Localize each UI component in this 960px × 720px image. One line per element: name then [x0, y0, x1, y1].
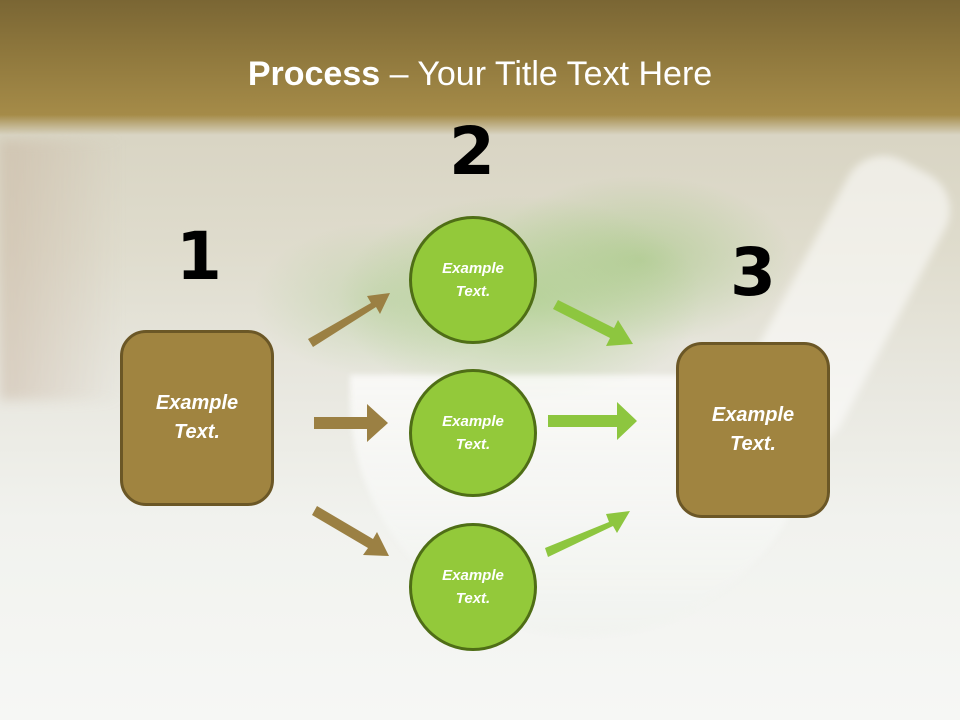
step-number-1: 1 — [176, 218, 222, 295]
title-bar — [0, 0, 960, 135]
arrow-up-right-icon — [308, 293, 390, 347]
step-1-box[interactable]: Example Text. — [120, 330, 274, 506]
arrow-up-right-icon — [545, 511, 630, 557]
step-2-item-3-label: Example Text. — [442, 567, 504, 607]
title-bold: Process — [247, 55, 381, 93]
arrow-right-icon — [314, 404, 388, 442]
step-1-label: Example Text. — [155, 392, 239, 443]
background-wall — [0, 140, 120, 400]
step-2-circle-1[interactable]: Example Text. — [409, 216, 537, 344]
arrow-down-right-icon — [553, 300, 633, 346]
brown-arrows — [308, 293, 390, 556]
step-number-3: 3 — [730, 234, 776, 311]
arrow-right-icon — [548, 402, 637, 440]
step-2-circle-2[interactable]: Example Text. — [409, 369, 537, 497]
green-arrows — [545, 300, 637, 557]
step-3-box[interactable]: Example Text. — [676, 342, 830, 518]
slide-title[interactable]: Process – Your Title Text Here — [0, 52, 960, 96]
step-2-item-1-label: Example Text. — [442, 260, 504, 300]
step-3-label: Example Text. — [711, 404, 795, 455]
arrow-down-right-icon — [312, 506, 389, 556]
step-2-circle-3[interactable]: Example Text. — [409, 523, 537, 651]
step-number-2: 2 — [449, 113, 495, 190]
step-2-item-2-label: Example Text. — [442, 413, 504, 453]
title-rest: – Your Title Text Here — [380, 55, 713, 93]
